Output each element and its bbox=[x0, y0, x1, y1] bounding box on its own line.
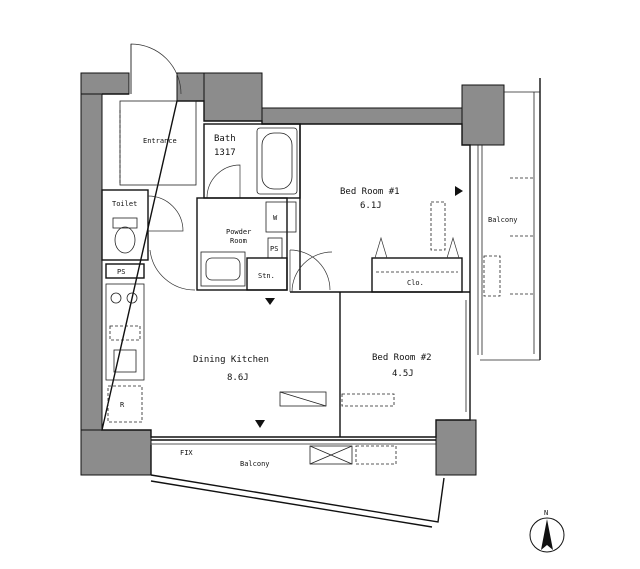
bathtub-inner bbox=[261, 132, 293, 190]
wall-top-mid2 bbox=[203, 72, 263, 122]
wall-bottom-left bbox=[80, 429, 152, 476]
bed1-size-label: 6.1J bbox=[360, 201, 382, 211]
washbasin-bowl bbox=[205, 257, 241, 281]
balcony-right-label: Balcony bbox=[488, 216, 518, 224]
entrance-door-swing bbox=[130, 43, 182, 95]
fridge-label: R bbox=[120, 401, 125, 409]
kitchen-dash-1 bbox=[109, 325, 141, 341]
toilet-door-swing bbox=[147, 195, 184, 232]
closet-door-swing-2 bbox=[446, 236, 460, 259]
storage-label: Stn. bbox=[258, 272, 275, 280]
bed1-window-marker bbox=[455, 186, 463, 196]
ps-left bbox=[105, 263, 145, 279]
bed1-door-swing bbox=[289, 249, 331, 291]
dining-size-label: 8.6J bbox=[227, 373, 249, 383]
bed1-label: Bed Room #1 bbox=[340, 187, 400, 197]
bathtub bbox=[256, 127, 298, 195]
bed1-aircon bbox=[430, 201, 446, 251]
bed2-aircon bbox=[341, 393, 395, 407]
kitchen-sink bbox=[113, 349, 137, 373]
washing-machine bbox=[265, 201, 297, 233]
wall-left bbox=[80, 72, 103, 476]
ps-left-label: PS bbox=[117, 268, 125, 276]
bed2-label: Bed Room #2 bbox=[372, 353, 432, 363]
outdoor-unit-bottom-2 bbox=[355, 445, 397, 465]
washbasin bbox=[200, 251, 246, 287]
entrance-label: Entrance bbox=[143, 137, 177, 145]
toilet-bowl bbox=[114, 226, 136, 254]
powder-label-2: Room bbox=[230, 237, 247, 245]
dining-label: Dining Kitchen bbox=[193, 355, 269, 365]
dk-door-marker bbox=[265, 298, 275, 305]
stove-burner-1 bbox=[110, 292, 122, 304]
ps-mid-label: PS bbox=[270, 245, 278, 253]
closet-door-swing-1 bbox=[374, 236, 388, 259]
toilet-tank bbox=[112, 217, 138, 229]
outdoor-unit-x2 bbox=[309, 445, 353, 465]
bath-size-label: 1317 bbox=[214, 148, 236, 158]
toilet-label: Toilet bbox=[112, 200, 137, 208]
north-compass: N bbox=[529, 509, 565, 553]
dk-door-swing bbox=[289, 250, 333, 293]
storage bbox=[246, 257, 288, 291]
closet-label: Clo. bbox=[407, 279, 424, 287]
balcony-bottom-label: Balcony bbox=[240, 460, 270, 468]
wall-top-mid bbox=[176, 72, 205, 102]
dk-floor-hatch-line bbox=[279, 391, 327, 407]
powder-door-swing bbox=[149, 249, 196, 291]
balcony-bottom-rail bbox=[150, 445, 445, 528]
compass-circle bbox=[529, 517, 565, 553]
outdoor-unit-bottom bbox=[309, 445, 353, 465]
dk-floor-hatch bbox=[279, 391, 327, 407]
kitchen-counter bbox=[105, 283, 145, 381]
dk-window-marker bbox=[255, 420, 265, 428]
wall-column-bottom-right bbox=[435, 419, 477, 476]
interior-outline bbox=[101, 93, 471, 438]
powder-label-1: Powder bbox=[226, 228, 251, 236]
stove-burner-2 bbox=[126, 292, 138, 304]
bed2-size-label: 4.5J bbox=[392, 369, 414, 379]
closet bbox=[371, 257, 463, 293]
compass-arrow bbox=[541, 519, 553, 550]
wall-top-right bbox=[261, 107, 463, 125]
powder-room bbox=[196, 197, 288, 291]
toilet-room bbox=[101, 189, 149, 261]
wall-top-left bbox=[80, 72, 130, 95]
compass-label: N bbox=[544, 509, 548, 517]
wm-label: W bbox=[273, 214, 278, 222]
outdoor-unit-right bbox=[483, 255, 501, 297]
bath-label: Bath bbox=[214, 134, 236, 144]
fix-label: FIX bbox=[180, 449, 193, 457]
wall-column-right bbox=[461, 84, 505, 146]
fridge bbox=[107, 385, 143, 423]
bath-door-swing bbox=[206, 164, 241, 199]
